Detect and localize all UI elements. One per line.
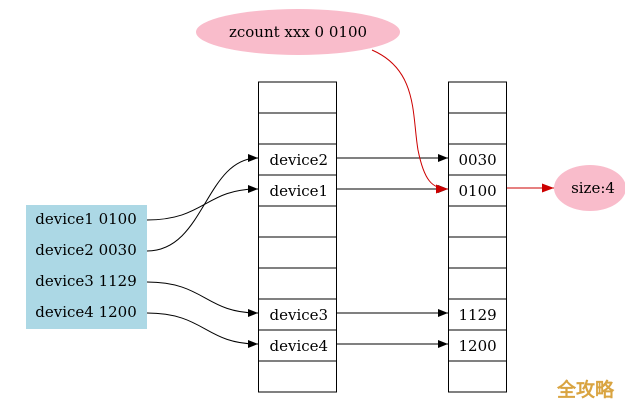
edge-device3-to-member — [146, 281, 259, 317]
member-cell — [258, 174, 337, 207]
command-node — [196, 9, 400, 55]
score-cell-label: 1129 — [459, 306, 497, 324]
member-cell — [258, 267, 337, 300]
score-cell-label: 0030 — [459, 151, 497, 169]
device-list: device1 0100 device2 0030 device3 1129 d… — [26, 205, 147, 329]
score-column: 0030 0100 1129 1200 — [448, 81, 507, 393]
member-cell-label: device3 — [270, 306, 329, 324]
score-cell — [448, 81, 507, 114]
device-list-item: device3 1129 — [35, 272, 137, 290]
member-cell-label: device2 — [270, 151, 329, 169]
device-list-box — [26, 205, 147, 329]
score-cell-label: 1200 — [459, 337, 497, 355]
edge-device2-to-member — [146, 154, 259, 252]
score-cell — [448, 205, 507, 238]
size-node-label: size:4 — [571, 179, 615, 197]
score-cell — [448, 236, 507, 269]
member-cell — [258, 236, 337, 269]
device-list-item: device4 1200 — [35, 303, 137, 321]
member-cell — [258, 205, 337, 238]
member-column: device2 device1 device3 device4 — [258, 81, 337, 393]
size-node — [554, 165, 625, 211]
command-node-label: zcount xxx 0 0100 — [229, 23, 367, 41]
score-cell — [448, 267, 507, 300]
member-cell — [258, 360, 337, 393]
edge-command-to-score — [371, 49, 449, 194]
device-list-item: device2 0030 — [35, 241, 137, 259]
edge-device4-to-member — [146, 312, 259, 348]
member-cell — [258, 112, 337, 145]
member-cell — [258, 143, 337, 176]
score-cell-label: 0100 — [459, 182, 497, 200]
score-cell — [448, 112, 507, 145]
watermark: 全攻略 — [556, 378, 615, 401]
device-list-item: device1 0100 — [35, 210, 137, 228]
member-cell — [258, 81, 337, 114]
member-cell-label: device1 — [270, 182, 329, 200]
member-cell-label: device4 — [270, 337, 329, 355]
edge-device1-to-member — [146, 185, 259, 221]
score-cell — [448, 329, 507, 362]
score-cell — [448, 360, 507, 393]
